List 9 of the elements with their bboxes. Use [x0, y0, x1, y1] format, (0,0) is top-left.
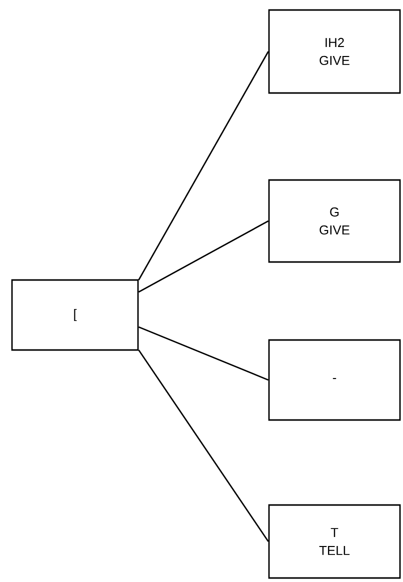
connector-line — [138, 51, 269, 280]
connector-line — [138, 220, 269, 293]
label-box: IH2 GIVE — [268, 9, 401, 94]
connector-line — [138, 326, 269, 381]
label-box: G GIVE — [268, 179, 401, 263]
label-box: - — [268, 339, 401, 421]
label-box: T TELL — [268, 504, 401, 579]
label-box: [ — [11, 279, 139, 351]
connector-line — [138, 350, 269, 542]
